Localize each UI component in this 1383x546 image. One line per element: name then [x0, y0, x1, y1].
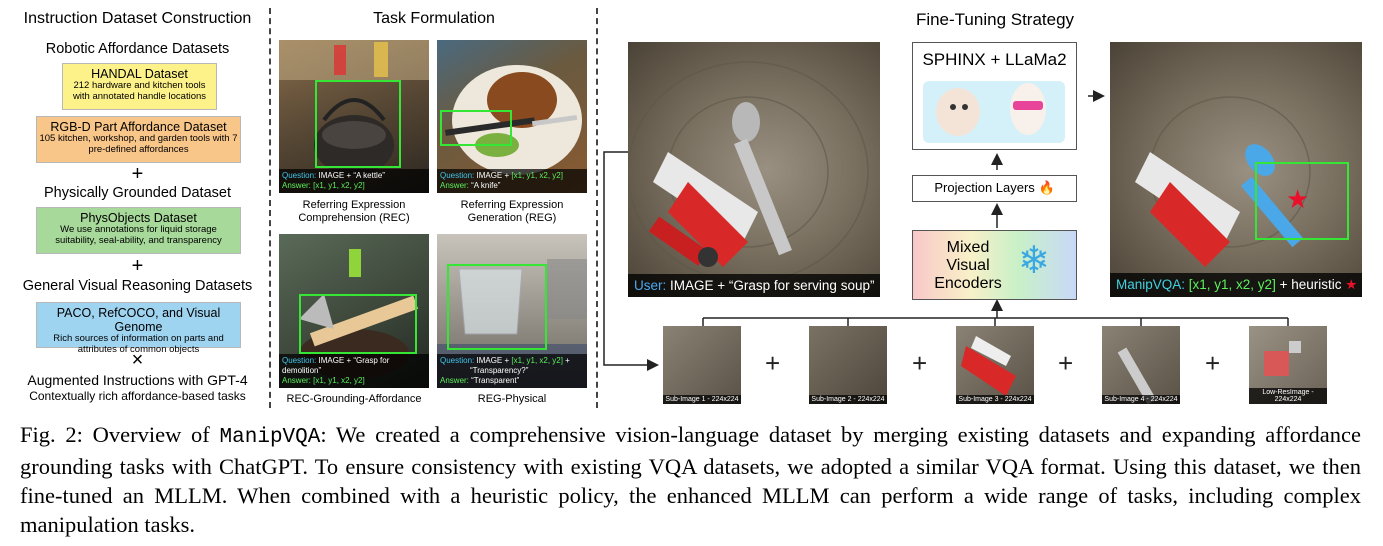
task-formulation-title: Task Formulation — [373, 10, 495, 27]
rec-affordance-photo: Question: IMAGE + “Grasp for demolition”… — [279, 234, 429, 388]
bounding-box — [447, 264, 547, 350]
rec-caption: Referring Expression Comprehension (REC) — [298, 199, 410, 224]
augmented-title: Augmented Instructions with GPT-4 — [27, 372, 248, 388]
spoon-crop-illustration — [1117, 347, 1157, 404]
physically-grounded-heading: Physically Grounded Dataset — [44, 185, 231, 201]
fine-tuning-title: Fine-Tuning Strategy — [915, 10, 1075, 29]
paco-name: PACO, RefCOCO, and Visual Genome — [56, 306, 221, 334]
plus-sign: + — [765, 348, 781, 378]
robotic-affordance-heading: Robotic Affordance Datasets — [45, 41, 230, 57]
divider — [596, 8, 598, 408]
sub-image-2: Sub-Image 2 - 224x224 — [809, 326, 887, 404]
output-image: ★ ManipVQA: [x1, y1, x2, y2] + heuristic… — [1110, 42, 1362, 297]
visual-reasoning-heading: General Visual Reasoning Datasets — [22, 278, 253, 294]
paco-desc: Rich sources of information on parts and… — [53, 333, 224, 355]
handal-box: HANDAL Dataset 212 hardware and kitchen … — [62, 63, 217, 110]
physobjects-desc: We use annotations for liquid storage su… — [55, 224, 222, 246]
low-res-illustration — [1264, 341, 1301, 376]
food-plate-illustration — [444, 65, 582, 175]
sub-image-4: Sub-Image 4 - 224x224 — [1102, 326, 1180, 404]
sub-image-1: Sub-Image 1 - 224x224 — [663, 326, 741, 404]
bounding-box — [440, 110, 512, 146]
rec-affordance-qa: Question: IMAGE + “Grasp for demolition”… — [279, 354, 429, 388]
projection-layers-box: Projection Layers 🔥 — [912, 175, 1077, 202]
toy-plane-spoon-illustration — [628, 61, 869, 283]
rgbd-box: RGB-D Part Affordance Dataset 105 kitche… — [36, 116, 241, 163]
plus-sign: + — [131, 163, 144, 185]
rgbd-desc: 105 kitchen, workshop, and garden tools … — [39, 133, 238, 155]
augmented-sub: Contextually rich affordance-based tasks — [29, 389, 246, 403]
llama-mascot-icon — [923, 81, 1065, 143]
handal-name: HANDAL Dataset — [91, 67, 188, 81]
reg-caption: Referring Expression Generation (REG) — [460, 199, 564, 224]
kettle-illustration — [279, 40, 429, 175]
encoders-label: Mixed Visual Encoders — [934, 239, 1002, 292]
rec-qa: Question: IMAGE + “A kettle” Answer: [x1… — [279, 169, 429, 193]
flow-arrows — [991, 90, 1105, 318]
snowflake-icon: ❄ — [1018, 240, 1050, 282]
reg-physical-photo: Question: IMAGE + [x1, y1, x2, y2] + “Tr… — [437, 234, 587, 388]
divider — [269, 8, 271, 408]
plus-sign: + — [912, 348, 928, 378]
paco-box: PACO, RefCOCO, and Visual Genome Rich so… — [36, 302, 241, 354]
low-res-image: Low-ResImage - 224x224 — [1249, 326, 1327, 404]
rec-photo: Question: IMAGE + “A kettle” Answer: [x1… — [279, 40, 429, 193]
plus-sign: + — [131, 255, 144, 277]
plane-crop-illustration — [961, 336, 1016, 396]
user-prompt: User: IMAGE + “Grasp for serving soup” — [628, 274, 880, 297]
model-name: SPHINX + LLaMa2 — [922, 50, 1067, 69]
handal-desc: 212 hardware and kitchen tools with anno… — [72, 80, 207, 102]
sub-image-3: Sub-Image 3 - 224x224 — [956, 326, 1034, 404]
rgbd-name: RGB-D Part Affordance Dataset — [50, 120, 227, 134]
figure-caption: Fig. 2: Overview of ManipVQA: We created… — [20, 422, 1361, 537]
projection-label: Projection Layers — [934, 180, 1035, 195]
bounding-box — [299, 294, 417, 354]
times-sign: × — [131, 349, 144, 371]
fire-icon: 🔥 — [1038, 180, 1055, 195]
physobjects-box: PhysObjects Dataset We use annotations f… — [36, 207, 241, 254]
grasp-bounding-box — [1255, 162, 1349, 240]
star-icon: ★ — [1345, 277, 1358, 292]
visual-encoders-box: Mixed Visual Encoders ❄ — [912, 230, 1077, 300]
rec-affordance-caption: REC-Grounding-Affordance — [286, 393, 422, 405]
reg-photo: Question: IMAGE + [x1, y1, x2, y2] Answe… — [437, 40, 587, 193]
manipvqa-result: ManipVQA: [x1, y1, x2, y2] + heuristic ★ — [1110, 273, 1362, 297]
physobjects-name: PhysObjects Dataset — [80, 211, 197, 225]
star-icon: ★ — [1286, 184, 1310, 214]
reg-qa: Question: IMAGE + [x1, y1, x2, y2] Answe… — [437, 169, 587, 193]
sub-image-connectors — [603, 151, 1289, 371]
reg-physical-qa: Question: IMAGE + [x1, y1, x2, y2] + “Tr… — [437, 354, 587, 388]
plus-sign: + — [1205, 348, 1221, 378]
model-box: SPHINX + LLaMa2 — [912, 42, 1077, 150]
reg-physical-caption: REG-Physical — [477, 393, 547, 405]
dataset-construction-title: Instruction Dataset Construction — [23, 10, 252, 27]
input-image: User: IMAGE + “Grasp for serving soup” — [628, 42, 880, 297]
bounding-box — [315, 80, 401, 168]
plus-sign: + — [1058, 348, 1074, 378]
